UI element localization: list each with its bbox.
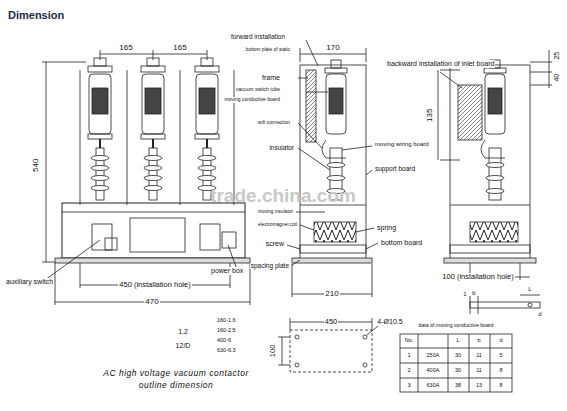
table-cell: 5 xyxy=(498,353,503,359)
dimension-value: 170 xyxy=(325,44,340,52)
part-label: spring xyxy=(376,224,397,231)
dimension-value: 540 xyxy=(33,157,41,172)
dimension-value: 165 xyxy=(172,44,187,52)
dimension-value: 25 xyxy=(553,51,560,61)
table-cell: 1 xyxy=(406,353,411,359)
part-label: auxiliary switch xyxy=(5,278,54,285)
dimension-value: 470 xyxy=(144,298,159,306)
part-label: soft connection xyxy=(257,120,291,125)
part-label: power box xyxy=(210,267,244,274)
table-cell: 13 xyxy=(475,383,483,389)
model-code: 630-6.3 xyxy=(216,348,237,354)
table-cell: 8 xyxy=(498,368,503,374)
table-header: b xyxy=(476,338,481,344)
dimension-value: 450 xyxy=(324,318,339,326)
part-label: bottom board xyxy=(380,239,423,246)
table-header: L xyxy=(455,338,460,344)
model-code: 160-2.5 xyxy=(216,328,237,334)
part-label: vacuum switch tube xyxy=(235,87,281,92)
table-cell: 11 xyxy=(475,353,483,359)
dimension-value: 40 xyxy=(553,73,560,83)
figure-letter: b xyxy=(471,290,476,296)
model-code: 1.2 xyxy=(177,328,189,335)
table-cell: 3 xyxy=(406,383,411,389)
table-cell: 30 xyxy=(454,368,462,374)
dimension-value: 135 xyxy=(427,107,435,122)
figure-letter: 1 xyxy=(462,291,467,297)
table-cell: 250A xyxy=(426,353,441,359)
part-label: screw xyxy=(265,240,285,247)
dimension-value: 4-Ø10.5 xyxy=(376,318,403,325)
table-header: No. xyxy=(404,338,415,344)
part-label: insulator xyxy=(268,145,295,152)
table-cell: 2 xyxy=(406,368,411,374)
table-cell: 400A xyxy=(426,368,441,374)
part-label: moving insulator xyxy=(257,209,294,214)
watermark: trade.china.com xyxy=(209,186,357,206)
drawing-caption: AC high voltage vacuum contactor outline… xyxy=(88,368,264,392)
part-label: support board xyxy=(374,166,416,173)
figure-letter: L xyxy=(527,286,532,292)
dimension-value: 165 xyxy=(118,44,133,52)
dimension-value: 100 (installation hole) xyxy=(441,273,514,281)
model-code: 400-6 xyxy=(216,338,232,344)
part-label: electromagnet coil xyxy=(257,222,298,227)
table-cell: 11 xyxy=(475,368,483,374)
part-label: moving wiring board xyxy=(374,141,430,147)
part-label: forward installation xyxy=(230,34,286,41)
dimension-value: 210 xyxy=(324,290,339,298)
table-cell: 38 xyxy=(454,383,462,389)
part-label: frame xyxy=(261,74,281,81)
model-code: 160-1.6 xyxy=(216,318,237,324)
part-label: bottom plate of static xyxy=(245,47,291,52)
figure-letter: d xyxy=(537,311,542,317)
table-cell: 630A xyxy=(426,383,441,389)
model-code: 12/D xyxy=(175,342,192,349)
table-cell: 30 xyxy=(454,353,462,359)
part-label: moving conductive board xyxy=(223,97,281,102)
part-label: spacing plate xyxy=(250,263,290,270)
table-title: data of moving conductive board xyxy=(418,323,495,328)
table-cell: 8 xyxy=(498,383,503,389)
part-label: backward installation of inlet board xyxy=(386,60,495,67)
dimension-value: 100 xyxy=(269,344,277,359)
table-header: d xyxy=(498,338,503,344)
drawing-title: Dimension xyxy=(8,9,64,21)
dimension-value: 450 (installation hole) xyxy=(118,281,191,289)
